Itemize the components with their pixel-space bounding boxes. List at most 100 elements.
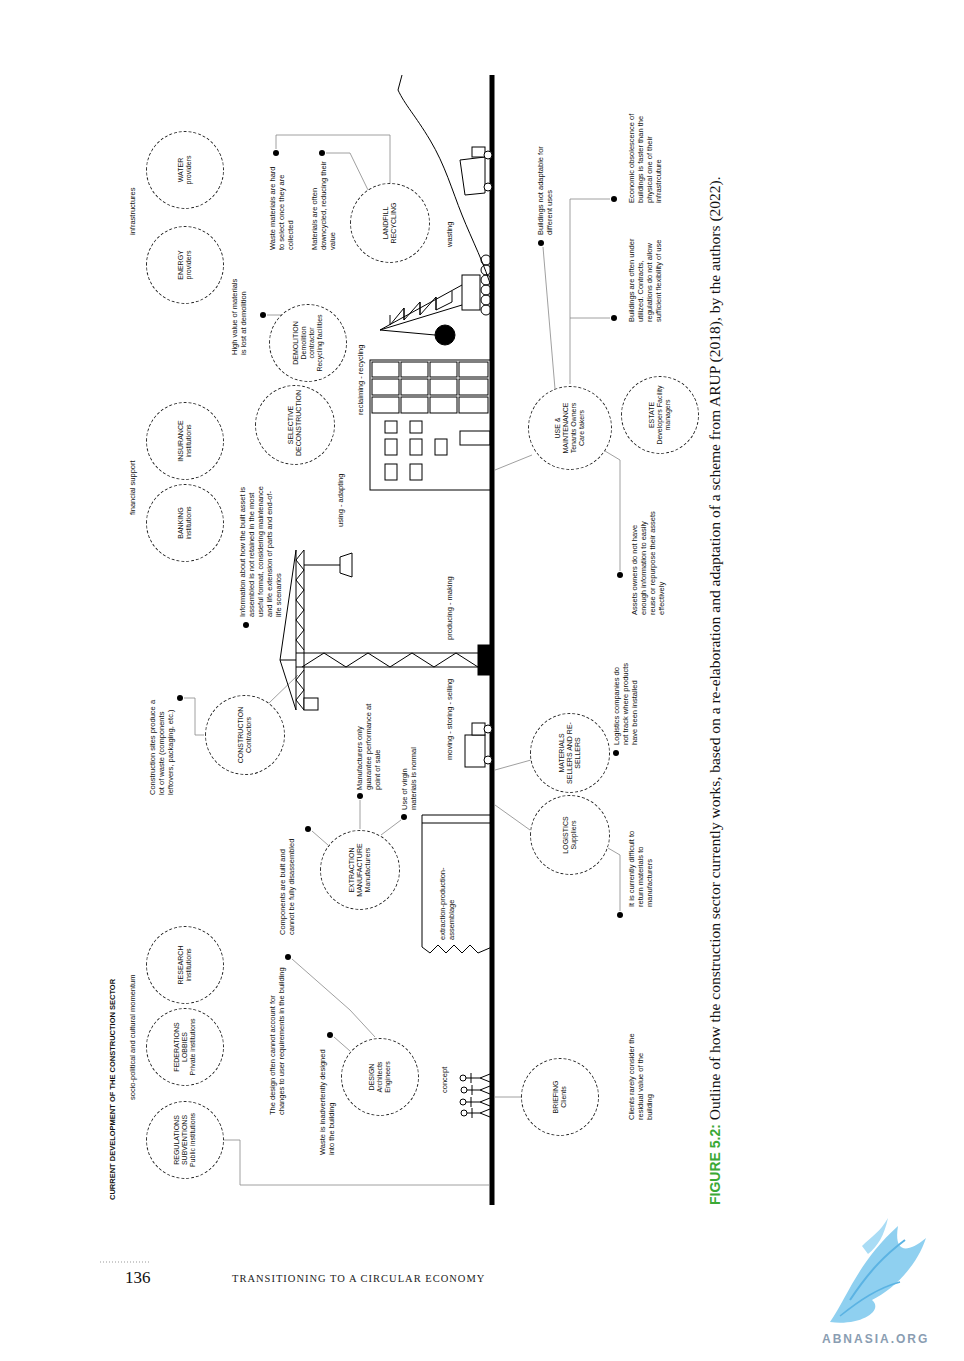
- circle-text: INSURANCEinstitutions: [177, 410, 193, 472]
- callout-note: It is currently difficult to return mate…: [627, 822, 654, 907]
- building: [372, 397, 399, 413]
- leader-line: [570, 199, 610, 318]
- figure-number: FIGURE 5.2:: [707, 1124, 723, 1205]
- actor-body: Public institutions: [189, 1109, 197, 1171]
- actor-body: Tenants Owners Care takers: [570, 397, 586, 459]
- people-figures: [461, 1087, 467, 1093]
- people-figures: [466, 1097, 490, 1107]
- callout-note: Components are built and cannot be fully…: [278, 835, 296, 935]
- delivery-truck: [465, 735, 485, 767]
- callout-dot: [177, 695, 183, 701]
- actor-heading: ESTATE: [648, 384, 656, 446]
- actor-body: Manufacturers: [364, 839, 372, 901]
- callout-note: Waste materials are hard to select once …: [268, 160, 295, 250]
- callout-dot: [617, 912, 623, 918]
- leader-line: [184, 698, 204, 735]
- factory-outline: [422, 823, 492, 824]
- tower-crane: [340, 553, 352, 577]
- callout-dot: [617, 572, 623, 578]
- landfill-hill: [398, 75, 492, 290]
- actor-body: Suppliers: [570, 804, 578, 866]
- building: [459, 379, 488, 395]
- callout-dot: [401, 814, 407, 820]
- header-rule: [100, 1262, 150, 1263]
- callout-note: financial support: [128, 415, 137, 515]
- building: [372, 379, 399, 395]
- actor-circle: MATERIALS SELLERS AND RE-SELLERS: [530, 713, 610, 793]
- actor-circle: BRIEFINGClients: [521, 1058, 599, 1136]
- building: [459, 362, 488, 377]
- actor-heading: LANDFILL RECYCLING: [382, 192, 398, 254]
- circle-text: LOGISTICSSuppliers: [562, 804, 578, 866]
- leader-line: [608, 848, 620, 911]
- callout-note: Clients rarely consider the residual val…: [627, 1030, 654, 1120]
- actor-body: Clients: [560, 1066, 568, 1128]
- actor-body: Demolition contractor Recycling faciliti…: [300, 312, 324, 374]
- circle-text: RESEARCHinstitutions: [177, 934, 193, 996]
- demolition-machine: [390, 297, 452, 325]
- landfill-hill: [398, 75, 492, 290]
- leader-line: [224, 1140, 489, 1185]
- actor-circle: EXTRACTION MANUFACTUREManufacturers: [320, 830, 400, 910]
- tower-crane: [280, 550, 492, 710]
- stage-label: reclaiming - recycling: [356, 325, 365, 415]
- building: [370, 360, 490, 490]
- delivery-truck: [472, 723, 485, 735]
- actor-circle: INSURANCEinstitutions: [146, 402, 224, 480]
- leader-line: [495, 455, 532, 470]
- building: [385, 421, 397, 433]
- timeline-bar: [492, 75, 493, 1205]
- callout-dot: [327, 1032, 333, 1038]
- demolition-machine: [390, 291, 452, 325]
- leader-line: [570, 318, 610, 384]
- watermark-logo: [840, 1282, 900, 1316]
- circle-text: LANDFILL RECYCLING: [382, 192, 398, 254]
- building: [385, 439, 397, 455]
- callout-dot: [285, 954, 291, 960]
- dump-truck: [472, 147, 485, 157]
- actor-body: institutions: [185, 492, 193, 554]
- building: [401, 362, 428, 377]
- building: [430, 379, 457, 395]
- building: [370, 360, 490, 490]
- callout-note: Materials are often downcycled, reducing…: [310, 160, 337, 250]
- page-header: TRANSITIONING TO A CIRCULAR ECONOMY: [232, 1273, 485, 1286]
- circle-text: SELECTIVE DECONSTRUCTION: [287, 394, 303, 456]
- watermark-logo: [830, 1218, 926, 1323]
- callout-note: Construction sites produce a lot of wast…: [148, 690, 175, 795]
- tower-crane: [296, 653, 478, 667]
- callout-note: Manufacturers only guarantee performance…: [355, 695, 382, 790]
- delivery-truck: [484, 725, 492, 733]
- actor-body: providers: [185, 234, 193, 296]
- stage-label: concept: [440, 1048, 449, 1093]
- callout-dot: [177, 150, 623, 1038]
- demolition-machine: [380, 255, 491, 345]
- actor-body: institutions: [185, 934, 193, 996]
- demolition-machine: [435, 325, 455, 345]
- actor-circle: DEMOLITIONDemolition contractor Recyclin…: [269, 304, 347, 382]
- circle-text: ESTATEDevelopers Facility managers: [648, 384, 672, 446]
- actor-circle: CONSTRUCTIONContractors: [205, 695, 285, 775]
- dump-truck: [460, 147, 492, 195]
- leader-line: [381, 820, 401, 835]
- delivery-truck: [484, 756, 492, 764]
- tower-crane: [296, 550, 304, 710]
- demolition-machine: [380, 285, 462, 330]
- people-figures: [460, 1075, 466, 1081]
- circle-text: BRIEFINGClients: [552, 1066, 568, 1128]
- actor-heading: DESIGN: [368, 1046, 376, 1108]
- caption-text: Outline of how the construction sector c…: [706, 176, 723, 1124]
- leader-line: [543, 247, 555, 389]
- building: [459, 397, 488, 413]
- actor-heading: MATERIALS SELLERS AND RE-SELLERS: [558, 722, 582, 784]
- circle-text: BANKINGinstitutions: [177, 492, 193, 554]
- building: [401, 397, 428, 413]
- building: [460, 431, 490, 445]
- delivery-truck: [465, 723, 492, 767]
- stage-label: wasting: [445, 202, 454, 247]
- circle-text: ENERGYproviders: [177, 234, 193, 296]
- people-figures: [467, 1085, 490, 1095]
- factory-outline: [422, 815, 492, 953]
- tower-crane: [304, 565, 340, 566]
- actor-heading: RESEARCH: [177, 934, 185, 996]
